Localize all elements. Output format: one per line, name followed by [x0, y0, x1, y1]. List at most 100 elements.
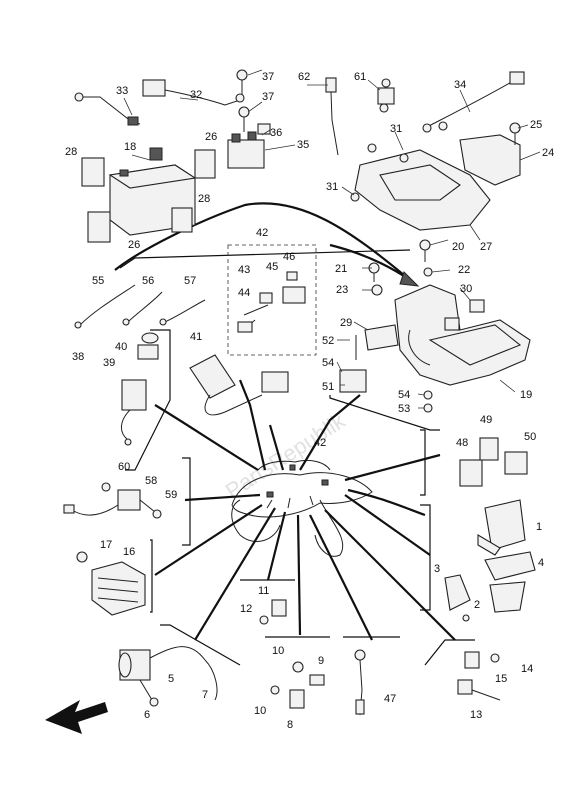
bolts-37: [236, 69, 250, 132]
callout-32: 32: [190, 89, 202, 101]
callout-20: 20: [452, 241, 464, 253]
bracket-2-4: [444, 551, 536, 622]
callout-33: 33: [116, 85, 128, 97]
callout-52: 52: [322, 335, 334, 347]
callout-40: 40: [115, 341, 127, 353]
ecu-1: [477, 499, 526, 556]
callout-42a: 42: [256, 227, 268, 239]
callout-36: 36: [270, 127, 282, 139]
callout-62: 62: [298, 71, 310, 83]
callout-30: 30: [460, 283, 472, 295]
battery-plus-lead: [142, 79, 245, 106]
callout-13: 13: [470, 709, 482, 721]
starter-relay: [227, 123, 271, 169]
callout-1: 1: [536, 521, 542, 533]
battery-case-27: [350, 143, 491, 231]
front-direction-arrow-icon: [45, 700, 108, 734]
callout-50: 50: [524, 431, 536, 443]
harness-lead-box: [299, 394, 361, 471]
callout-26b: 26: [128, 239, 140, 251]
sensor-47: [354, 649, 366, 716]
callout-39: 39: [103, 357, 115, 369]
callout-3: 3: [434, 563, 440, 575]
callout-11: 11: [258, 585, 269, 597]
harness-lead-switch: [154, 404, 259, 471]
harness-lead-battery-top: [114, 202, 411, 281]
main-wire-harness: [231, 459, 373, 557]
bracket-24: [459, 122, 521, 186]
fuse-area: [339, 324, 433, 413]
callout-38: 38: [72, 351, 84, 363]
callout-37a: 37: [262, 71, 274, 83]
callout-14: 14: [521, 663, 533, 675]
battery-minus-lead: [74, 92, 141, 126]
callout-22: 22: [458, 264, 470, 276]
callout-34: 34: [454, 79, 466, 91]
harness-lead-9: [296, 514, 302, 636]
callout-21: 21: [335, 263, 347, 275]
callout-7: 7: [202, 689, 208, 701]
callout-55: 55: [92, 275, 104, 287]
rectifier-regulator-16: [76, 551, 146, 616]
relay-box-42: [227, 244, 317, 356]
sensor-41: [189, 354, 289, 416]
harness-lead-58: [184, 493, 261, 502]
callout-28b: 28: [198, 193, 210, 205]
fasteners-20-23: [368, 239, 433, 296]
battery-pad-right: [194, 149, 216, 179]
sub-harness-34: [422, 71, 525, 133]
callout-12: 12: [240, 603, 252, 615]
callout-44: 44: [238, 287, 250, 299]
callout-24: 24: [542, 147, 554, 159]
sensor-harness-58: [63, 482, 162, 519]
arrow-head-icon: [399, 271, 420, 287]
callout-31b: 31: [326, 181, 338, 193]
leader-lines: [123, 69, 541, 409]
leads-55-57: [74, 284, 206, 329]
callout-15: 15: [495, 673, 507, 685]
harness-lead-ecu: [347, 488, 426, 517]
switch-61: [377, 78, 395, 113]
battery: [81, 147, 216, 243]
callout-10b: 10: [254, 705, 266, 717]
harness-lead-11: [266, 511, 287, 581]
callout-5: 5: [168, 673, 174, 685]
callout-48: 48: [456, 437, 468, 449]
harness-lead-battery: [238, 379, 267, 471]
callout-37b: 37: [262, 91, 274, 103]
ignition-coil-5: [118, 646, 218, 707]
callout-27: 27: [480, 241, 492, 253]
battery-pad-front: [87, 211, 111, 243]
callout-54a: 54: [322, 357, 334, 369]
callout-43: 43: [238, 264, 250, 276]
battery-pad-left: [81, 157, 105, 187]
callout-59: 59: [165, 489, 177, 501]
callout-57: 57: [184, 275, 196, 287]
harness-lead-1: [344, 494, 431, 556]
callout-58: 58: [145, 475, 157, 487]
watermark: PartsRepublik: [221, 408, 350, 504]
callout-54b: 54: [398, 389, 410, 401]
callout-8: 8: [287, 719, 293, 731]
callout-49: 49: [480, 414, 492, 426]
callout-31a: 31: [390, 123, 402, 135]
callout-60: 60: [118, 461, 130, 473]
main-switch-38: [121, 332, 159, 446]
callout-25: 25: [530, 119, 542, 131]
callout-35: 35: [297, 139, 309, 151]
callout-6: 6: [144, 709, 150, 721]
callout-9: 9: [318, 655, 324, 667]
callout-23: 23: [336, 284, 348, 296]
callout-19: 19: [520, 389, 532, 401]
callout-51: 51: [322, 381, 334, 393]
callout-42b: 42: [314, 437, 326, 449]
relays-48-50: [459, 437, 528, 487]
callout-18: 18: [124, 141, 136, 153]
callout-2: 2: [474, 599, 480, 611]
harness-lead-relays: [344, 453, 441, 482]
callout-26a: 26: [205, 131, 217, 143]
callout-41: 41: [190, 331, 202, 343]
sensor-11: [259, 599, 287, 625]
callout-17: 17: [100, 539, 112, 551]
